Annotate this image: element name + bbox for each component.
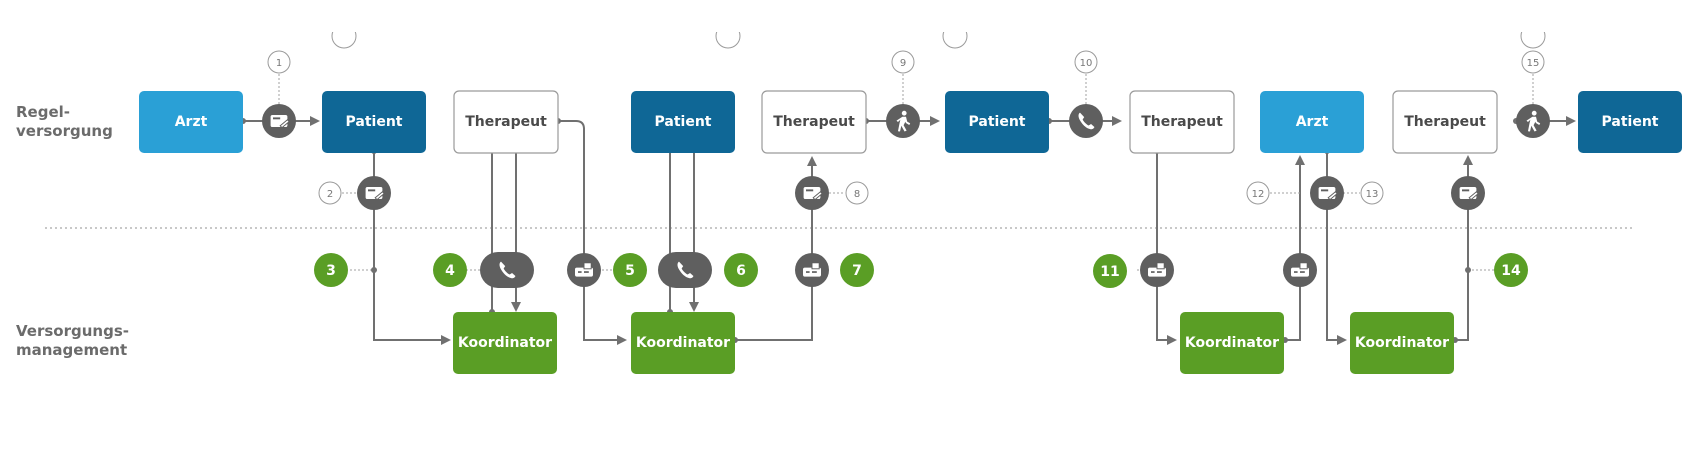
patient-box-2-label: Patient [655, 114, 712, 130]
step-number-13: 13 [1360, 181, 1384, 205]
koordinator-box-3-label: Koordinator [1185, 335, 1279, 351]
koordinator-box-3: Koordinator [1180, 312, 1284, 374]
patient-box-3-label: Patient [969, 114, 1026, 130]
step-number-9: 9 [891, 50, 915, 74]
step-number-2: 2 [318, 181, 342, 205]
step-badge-4-label: 4 [445, 263, 455, 279]
prescription-icon [1451, 176, 1485, 210]
phone-icon [480, 252, 534, 288]
step-number-8-label: 8 [854, 189, 860, 200]
patient-box-3: Patient [945, 91, 1049, 153]
arzt-box-1-label: Arzt [175, 114, 208, 130]
step-number-15-label: 15 [1527, 58, 1540, 69]
step-number-12-label: 12 [1252, 189, 1265, 200]
koordinator-box-4-label: Koordinator [1355, 335, 1449, 351]
step-number-9-label: 9 [900, 58, 906, 69]
step-badge-14-label: 14 [1501, 263, 1521, 279]
step-badge-6: 6 [724, 253, 758, 287]
step-badge-11: 11 [1093, 254, 1127, 288]
step-badge-7: 7 [840, 253, 874, 287]
step-number-13-label: 13 [1366, 189, 1379, 200]
step-badge-5: 5 [613, 253, 647, 287]
step-badge-14: 14 [1494, 253, 1528, 287]
therapeut-box-4-label: Therapeut [1404, 114, 1486, 130]
therapeut-box-4: Therapeut [1392, 90, 1498, 154]
arzt-box-2-label: Arzt [1296, 114, 1329, 130]
step-badge-3: 3 [314, 253, 348, 287]
patient-box-4-label: Patient [1602, 114, 1659, 130]
therapeut-box-1: Therapeut [453, 90, 559, 154]
arzt-box-2: Arzt [1260, 91, 1364, 153]
therapeut-box-2: Therapeut [761, 90, 867, 154]
patient-box-2: Patient [631, 91, 735, 153]
prescription-icon [262, 104, 296, 138]
row-label-regelversorgung-line-1: Regel- [16, 103, 70, 121]
prescription-icon [795, 176, 829, 210]
patient-box-1-label: Patient [346, 114, 403, 130]
step-badge-11-label: 11 [1100, 264, 1119, 280]
connectors [243, 116, 1576, 345]
row-label-regelversorgung: Regel- versorgung [16, 103, 113, 140]
step-badge-4: 4 [433, 253, 467, 287]
walking-person-icon [886, 104, 920, 138]
therapeut-box-3: Therapeut [1129, 90, 1235, 154]
row-label-versorgungsmanagement-line-1: Versorgungs- [16, 322, 129, 340]
step-badge-3-label: 3 [326, 263, 336, 279]
therapeut-box-1-label: Therapeut [465, 114, 547, 130]
step-number-2-label: 2 [327, 189, 333, 200]
step-number-10: 10 [1074, 50, 1098, 74]
row-label-regelversorgung-line-2: versorgung [16, 122, 113, 140]
therapeut-box-3-label: Therapeut [1141, 114, 1223, 130]
step-number-1: 1 [267, 50, 291, 74]
fax-icon [1140, 253, 1174, 287]
dotted-leaders [278, 74, 1534, 271]
step-number-10-label: 10 [1080, 58, 1093, 69]
prescription-icon [357, 176, 391, 210]
koordinator-box-2: Koordinator [631, 312, 735, 374]
koordinator-box-1-label: Koordinator [458, 335, 552, 351]
therapeut-box-2-label: Therapeut [773, 114, 855, 130]
fax-icon [567, 253, 601, 287]
fax-icon [1283, 253, 1317, 287]
step-badge-5-label: 5 [625, 263, 635, 279]
patient-box-1: Patient [322, 91, 426, 153]
step-number-8: 8 [845, 181, 869, 205]
koordinator-box-2-label: Koordinator [636, 335, 730, 351]
patient-box-4: Patient [1578, 91, 1682, 153]
prescription-icon [1310, 176, 1344, 210]
arzt-box-1: Arzt [139, 91, 243, 153]
fax-icon [795, 253, 829, 287]
row-label-versorgungsmanagement: Versorgungs- management [16, 322, 134, 359]
step-number-15: 15 [1521, 50, 1545, 74]
step-number-1-label: 1 [276, 58, 282, 69]
koordinator-box-4: Koordinator [1350, 312, 1454, 374]
step-number-12: 12 [1246, 181, 1270, 205]
koordinator-box-1: Koordinator [453, 312, 557, 374]
phone-icon [658, 252, 712, 288]
walking-person-icon [1516, 104, 1550, 138]
row-label-versorgungsmanagement-line-2: management [16, 341, 127, 359]
step-badge-7-label: 7 [852, 263, 862, 279]
phone-icon [1069, 104, 1103, 138]
step-badge-6-label: 6 [736, 263, 746, 279]
